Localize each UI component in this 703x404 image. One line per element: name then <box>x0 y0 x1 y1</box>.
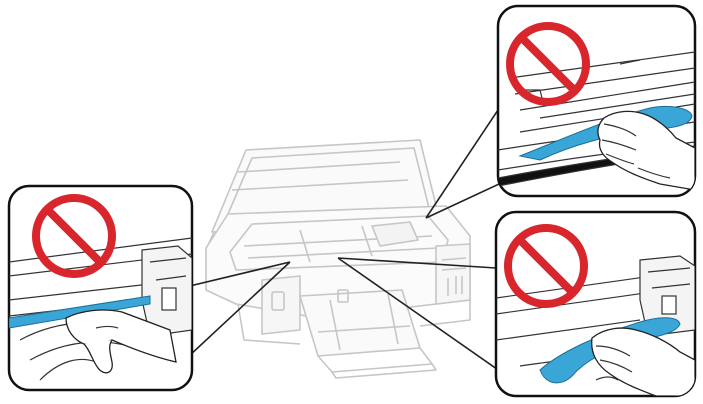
hand <box>597 110 695 191</box>
translucent-cable <box>9 295 151 329</box>
prohibited-icon <box>504 224 588 308</box>
hand <box>591 327 695 396</box>
prohibited-icon <box>506 22 590 106</box>
pointer-top-right <box>425 103 513 219</box>
printer-drawing <box>205 139 471 379</box>
pointer-bottom-right <box>337 257 525 389</box>
callout-left <box>7 184 194 392</box>
callout-bottom-right <box>494 210 697 398</box>
callout-top-right <box>496 4 697 198</box>
callout-pointers <box>172 103 525 389</box>
finger-hand <box>65 309 177 363</box>
prohibited-icon <box>32 194 116 278</box>
